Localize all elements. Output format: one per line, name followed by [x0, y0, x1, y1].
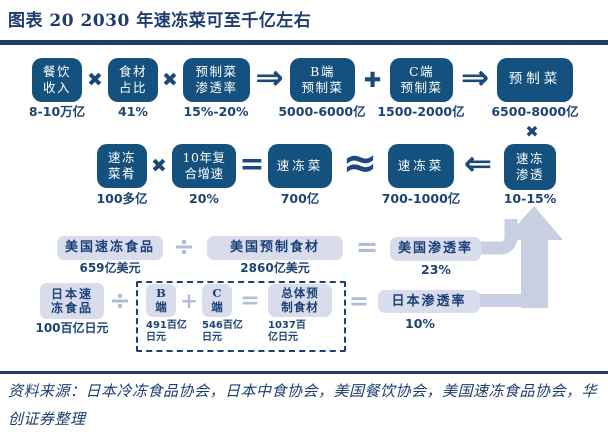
equals-icon: =	[240, 287, 260, 314]
source-note: 资料来源：日本冷冻食品协会，日本中食协会，美国餐饮协会，美国速冻食品协会，华创证…	[8, 382, 598, 428]
divide-icon: ÷	[109, 286, 131, 316]
value-frozen-penetration: 10-15%	[503, 191, 557, 206]
box-b-side-premade: B端 预制菜	[290, 58, 355, 102]
value-10yr-cagr: 20%	[189, 191, 219, 206]
box-frozen-veg-range: 速冻菜	[388, 144, 454, 188]
box-us-premade-ingredients: 美国预制食材	[207, 236, 343, 260]
value-premade-total: 6500-8000亿	[491, 104, 579, 119]
value-us-penetration-rate: 23%	[421, 262, 451, 277]
value-japan-c-side: 546百亿 日元	[202, 320, 243, 343]
box-premade-penetration: 预制菜 渗透率	[183, 58, 250, 102]
box-frozen-veg-700: 速冻菜	[268, 144, 332, 188]
box-premade-total: 预制菜	[497, 58, 573, 102]
value-frozen-dishes: 100多亿	[96, 191, 148, 206]
box-us-frozen-food: 美国速冻食品	[57, 236, 163, 260]
left-arrow-icon: ⇐	[463, 144, 493, 184]
implies-arrow-icon: ⇒	[255, 58, 284, 98]
value-japan-total-premade: 1037百 亿日元	[268, 320, 306, 343]
value-c-side-premade: 1500-2000亿	[377, 104, 465, 119]
value-frozen-veg-700: 700亿	[280, 191, 320, 206]
value-japan-b-side: 491百亿 日元	[146, 320, 187, 343]
figure-title: 图表 20 2030 年速冻菜可至千亿左右	[8, 11, 312, 31]
multiply-icon: ✖	[525, 121, 539, 141]
plus-icon: ✚	[363, 68, 382, 92]
implies-arrow-icon: ⇒	[460, 58, 490, 98]
value-premade-penetration: 15%-20%	[183, 104, 249, 119]
value-us-frozen-food: 659亿美元	[79, 261, 141, 275]
title-divider-bar	[0, 40, 608, 45]
equals-icon: =	[239, 146, 265, 182]
value-restaurant-revenue: 8-10万亿	[28, 104, 86, 119]
value-japan-penetration-rate: 10%	[405, 316, 435, 331]
multiply-icon: ✖	[151, 155, 167, 177]
box-frozen-dishes: 速冻 菜肴	[97, 144, 147, 188]
plus-icon: +	[180, 288, 198, 313]
equals-icon: =	[348, 287, 370, 315]
box-ingredient-ratio: 食材 占比	[108, 58, 158, 102]
equals-icon: =	[355, 231, 379, 263]
box-japan-total-premade: 总体预 制食材	[268, 284, 332, 317]
value-b-side-premade: 5000-6000亿	[278, 104, 366, 119]
box-restaurant-revenue: 餐饮 收入	[32, 58, 82, 102]
approx-icon: ≈	[342, 137, 378, 187]
footer-divider-bar	[0, 371, 608, 374]
box-japan-penetration-rate: 日本渗透率	[378, 290, 480, 313]
multiply-icon: ✖	[162, 69, 178, 91]
box-us-penetration-rate: 美国渗透率	[390, 237, 481, 261]
value-japan-frozen-food: 100百亿日元	[35, 321, 109, 335]
multiply-icon: ✖	[87, 69, 103, 91]
box-c-side-premade: C端 预制菜	[390, 58, 453, 102]
box-japan-b-side: B 端	[146, 284, 176, 317]
box-frozen-penetration: 速冻 渗透	[504, 144, 556, 190]
box-japan-c-side: C 端	[202, 284, 232, 317]
box-japan-frozen-food: 日本速 冻食品	[40, 283, 104, 319]
divide-icon: ÷	[173, 232, 195, 262]
value-ingredient-ratio: 41%	[118, 104, 148, 119]
box-10yr-cagr: 10年复 合增速	[172, 144, 236, 188]
value-frozen-veg-range: 700-1000亿	[381, 191, 461, 206]
japan-premade-dashed-group	[136, 281, 346, 352]
value-us-premade-ingredients: 2860亿美元	[240, 261, 310, 275]
